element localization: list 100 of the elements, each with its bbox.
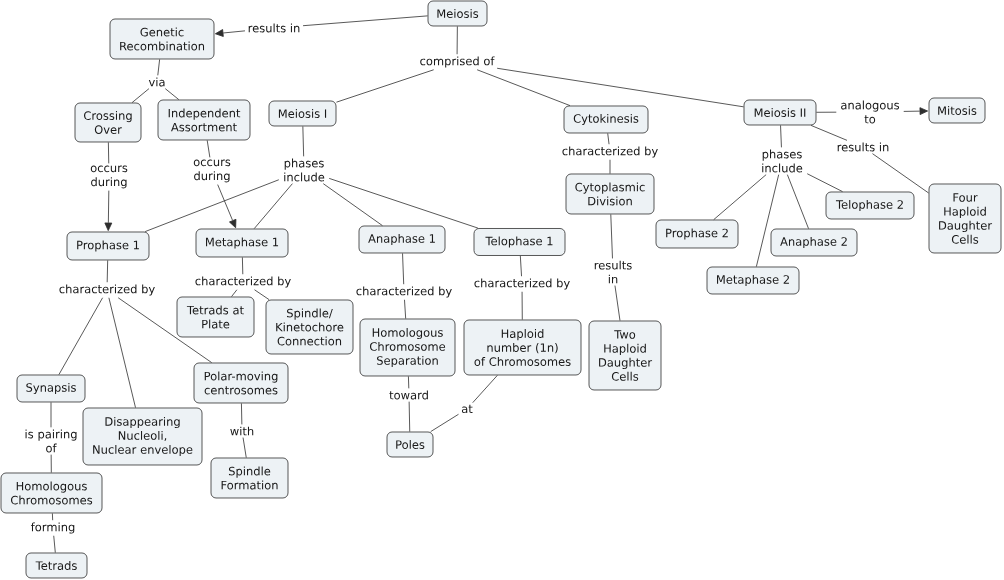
connector-line	[328, 178, 479, 229]
connector-line	[472, 375, 498, 404]
connector-line	[322, 183, 383, 226]
linking-phrase: results in	[245, 21, 303, 35]
concept-box: Meiosis I	[268, 100, 337, 127]
arrow	[217, 184, 237, 229]
linking-phrase: occurs during	[188, 157, 236, 185]
connector-line	[302, 15, 428, 27]
concept-box: Four Haploid Daughter Cells	[928, 183, 1002, 254]
concept-box: Meiosis II	[743, 99, 817, 126]
concept-box: Anaphase 2	[770, 228, 858, 257]
concept-box: Telophase 1	[473, 228, 566, 256]
connector-line	[164, 88, 180, 100]
connector-line	[810, 125, 848, 141]
connector-line	[241, 403, 243, 425]
concept-box: Independent Assortment	[157, 99, 251, 141]
connector-line	[157, 59, 161, 76]
linking-phrase: at	[458, 402, 476, 416]
concept-box: Spindle/ Kinetochore Connection	[265, 299, 354, 355]
linking-phrase: characterized by	[56, 282, 158, 298]
connector-line	[521, 291, 523, 320]
concept-box: Mitosis	[928, 97, 986, 124]
concept-box: Meiosis	[427, 0, 488, 27]
connector-line	[52, 513, 54, 521]
connector-line	[117, 297, 213, 363]
linking-phrase: characterized by	[353, 284, 455, 300]
concept-box: Synapsis	[16, 374, 86, 403]
connector-line	[755, 174, 780, 267]
concept-box: Haploid number (1n) of Chromosomes	[463, 319, 582, 376]
connector-line	[254, 289, 270, 300]
connector-line	[402, 253, 405, 285]
concept-box: Disappearing Nucleoli, Nuclear envelope	[82, 407, 203, 466]
concept-box: Metaphase 2	[706, 266, 800, 295]
connector-line	[206, 140, 211, 158]
concept-box: Anaphase 1	[358, 225, 446, 254]
concept-box: Poles	[386, 431, 434, 458]
arrow	[903, 107, 928, 116]
connector-line	[336, 69, 435, 103]
linking-phrase: via	[146, 75, 169, 89]
linking-phrase: with	[227, 424, 257, 438]
concept-box: Genetic Recombination	[109, 18, 215, 60]
connector-line	[430, 413, 459, 432]
connector-line	[806, 173, 843, 192]
concept-box: Tetrads at Plate	[176, 296, 255, 338]
linking-phrase: is pairing of	[20, 427, 82, 455]
connector-line	[408, 376, 410, 389]
linking-phrase: analogous to	[836, 98, 904, 126]
connector-line	[231, 289, 238, 297]
connector-line	[780, 125, 782, 148]
concept-box: Crossing Over	[74, 102, 142, 143]
linking-phrase: forming	[28, 520, 78, 536]
linking-phrase: occurs during	[85, 163, 133, 191]
connector-line	[404, 299, 407, 319]
linking-phrase: results in	[834, 140, 892, 154]
connector-line	[496, 67, 744, 108]
connector-line	[242, 257, 244, 275]
connector-line	[713, 174, 767, 220]
connector-line	[872, 153, 929, 194]
linking-phrase: comprised of	[417, 54, 497, 70]
concept-box: Tetrads	[25, 552, 88, 579]
linking-phrase: results in	[589, 258, 637, 286]
concept-box: Homologous Chromosome Separation	[359, 318, 456, 377]
connector-line	[456, 26, 458, 55]
connector-line	[614, 285, 621, 321]
concept-box: Metaphase 1	[195, 228, 289, 258]
connector-line	[131, 88, 150, 103]
connector-line	[53, 535, 56, 553]
connector-line	[50, 402, 52, 428]
connector-line	[786, 174, 809, 229]
concept-box: Cytoplasmic Division	[565, 173, 655, 215]
connector-line	[107, 142, 110, 164]
linking-phrase: characterized by	[559, 144, 661, 160]
connector-line	[106, 260, 109, 283]
linking-phrase: characterized by	[192, 274, 294, 290]
connector-line	[108, 297, 136, 408]
concept-box: Two Haploid Daughter Cells	[588, 320, 662, 391]
connector-line	[408, 401, 411, 432]
connector-line	[610, 214, 613, 259]
linking-phrase: phases include	[279, 156, 329, 184]
connector-line	[144, 179, 280, 232]
connector-line	[253, 183, 293, 229]
connector-line	[607, 133, 610, 145]
concept-box: Telophase 2	[825, 191, 915, 220]
concept-box: Prophase 2	[655, 219, 739, 249]
linking-phrase: characterized by	[471, 276, 573, 292]
connector-line	[476, 69, 571, 106]
arrow	[104, 190, 113, 231]
connector-line	[50, 454, 52, 473]
connector-line	[816, 111, 837, 113]
linking-phrase: toward	[386, 388, 432, 402]
linking-phrase: phases include	[757, 147, 807, 175]
connector-line	[609, 159, 611, 174]
arrow	[215, 29, 246, 37]
connector-line	[242, 437, 247, 458]
concept-box: Homologous Chromosomes	[0, 472, 103, 514]
connector-line	[58, 297, 103, 375]
concept-box: Cytokinesis	[563, 105, 649, 134]
concept-box: Spindle Formation	[210, 457, 289, 499]
concept-box: Polar-moving centrosomes	[193, 362, 289, 404]
connector-line	[302, 126, 305, 157]
